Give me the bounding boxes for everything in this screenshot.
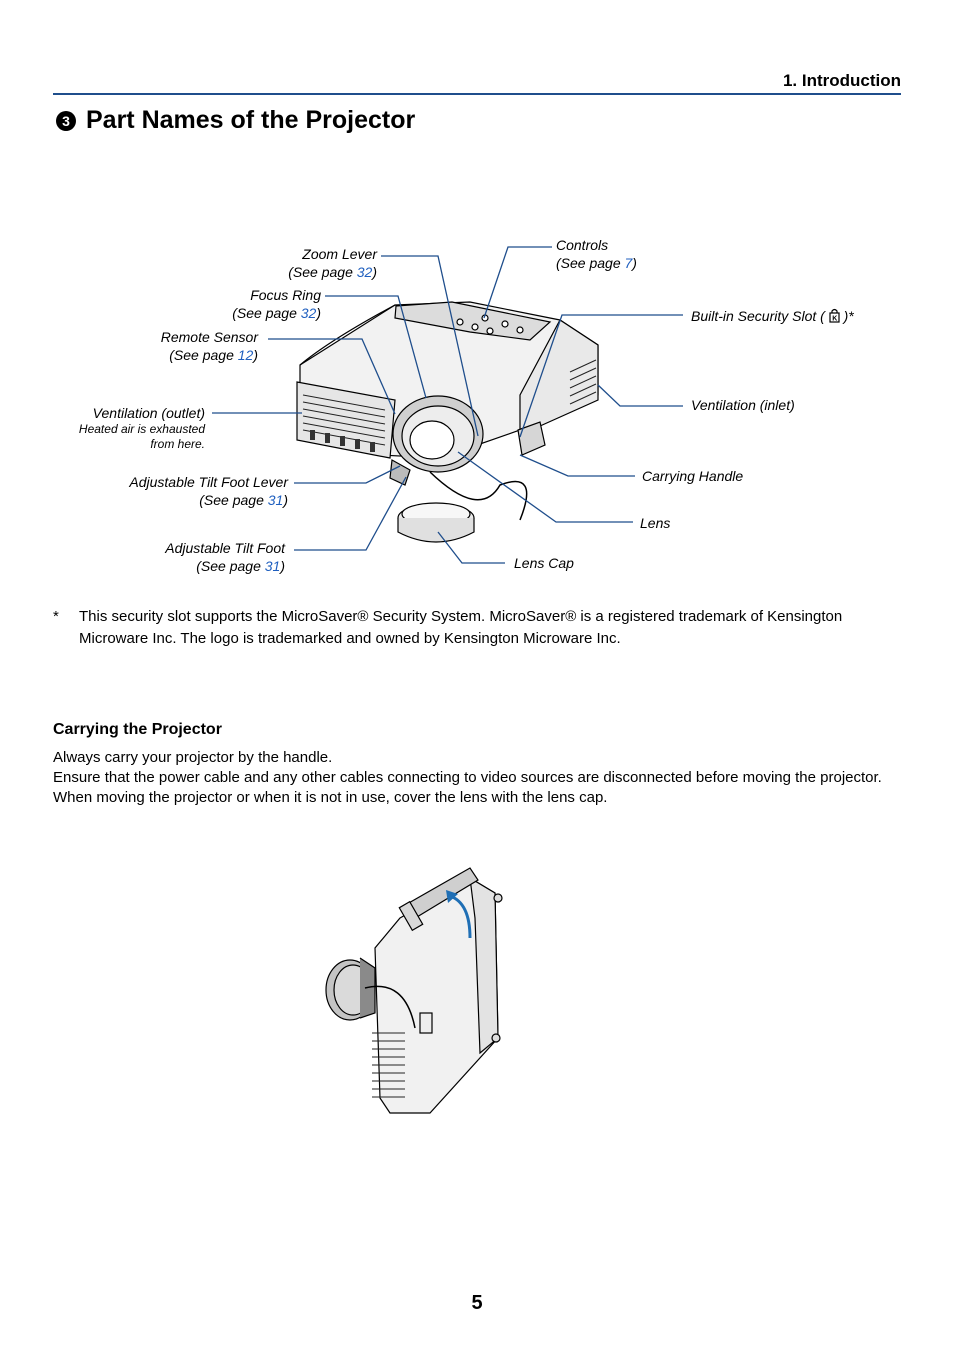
callout-remote-sensor-label: Remote Sensor xyxy=(160,329,258,345)
section-number-badge: 3 xyxy=(56,110,76,131)
lens-leader xyxy=(457,451,633,523)
callout-carrying-handle-label: Carrying Handle xyxy=(642,468,744,484)
callout-tilt-foot: Adjustable Tilt Foot (See page 31) xyxy=(100,539,285,575)
callout-controls-close: ) xyxy=(632,255,637,271)
controls-leader xyxy=(483,246,552,319)
callout-carrying-handle: Carrying Handle xyxy=(642,467,782,485)
callout-security-slot-suffix: )* xyxy=(839,308,854,324)
callout-lens: Lens xyxy=(640,514,700,532)
section-header: 1. Introduction xyxy=(782,71,901,90)
callout-ventilation-outlet-note2: from here. xyxy=(150,437,205,451)
callout-zoom-lever: Zoom Lever (See page 32) xyxy=(200,245,377,281)
callout-zoom-lever-page-link[interactable]: 32 xyxy=(356,264,373,280)
callout-focus-ring-page-link[interactable]: 32 xyxy=(300,305,317,321)
callout-lens-label: Lens xyxy=(640,515,671,531)
callout-ventilation-outlet-label: Ventilation (outlet) xyxy=(92,405,205,421)
callout-controls: Controls (See page 7) xyxy=(556,236,696,272)
callout-tilt-foot-see: (See page xyxy=(196,558,265,574)
callout-tilt-foot-page-link[interactable]: 31 xyxy=(264,558,281,574)
callout-focus-ring-close: ) xyxy=(316,305,321,321)
carrying-paragraph-1: Always carry your projector by the handl… xyxy=(53,749,333,766)
callout-controls-see: (See page xyxy=(556,255,625,271)
zoom-lever-leader xyxy=(381,255,479,437)
callout-ventilation-inlet: Ventilation (inlet) xyxy=(691,396,851,414)
callout-zoom-lever-close: ) xyxy=(372,264,377,280)
lens-cap-leader xyxy=(437,531,505,564)
page-title: 3 Part Names of the Projector xyxy=(56,106,415,135)
callout-tilt-foot-lever-page-link[interactable]: 31 xyxy=(267,492,284,508)
leader-lines xyxy=(212,246,683,564)
lift-arrowhead-icon xyxy=(446,890,458,903)
callout-tilt-foot-lever-close: ) xyxy=(283,492,288,508)
projector-illustration xyxy=(296,301,599,543)
callout-focus-ring-see: (See page xyxy=(232,305,301,321)
callout-focus-ring: Focus Ring (See page 32) xyxy=(150,286,321,322)
callout-lens-cap-label: Lens Cap xyxy=(514,555,574,571)
callout-zoom-lever-label: Zoom Lever xyxy=(302,246,377,262)
callout-tilt-foot-label: Adjustable Tilt Foot xyxy=(165,540,285,556)
callout-security-slot-label: Built-in Security Slot ( xyxy=(691,308,829,324)
tilt-foot-lever-leader xyxy=(294,465,401,484)
callout-zoom-lever-see: (See page xyxy=(288,264,357,280)
callout-ventilation-inlet-label: Ventilation (inlet) xyxy=(691,397,795,413)
svg-text:K: K xyxy=(832,316,837,323)
callout-focus-ring-label: Focus Ring xyxy=(250,287,321,303)
callout-security-slot: Built-in Security Slot ( K )* xyxy=(691,307,891,325)
carrying-illustration xyxy=(325,867,503,1114)
callout-remote-sensor-page-link[interactable]: 12 xyxy=(237,347,254,363)
kensington-lock-icon: K xyxy=(829,308,840,323)
callout-controls-label: Controls xyxy=(556,237,609,253)
callout-ventilation-outlet-note1: Heated air is exhausted xyxy=(78,422,205,436)
callout-tilt-foot-lever-see: (See page xyxy=(199,492,268,508)
security-slot-leader xyxy=(519,314,683,438)
callout-lens-cap: Lens Cap xyxy=(514,554,604,572)
carrying-heading: Carrying the Projector xyxy=(53,721,222,738)
carrying-handle-leader xyxy=(519,454,635,477)
carrying-paragraph-3: When moving the projector or when it is … xyxy=(53,789,608,806)
ventilation-inlet-leader xyxy=(597,384,683,407)
callout-ventilation-outlet: Ventilation (outlet) Heated air is exhau… xyxy=(40,404,205,452)
callout-tilt-foot-lever-label: Adjustable Tilt Foot Lever xyxy=(129,474,288,490)
callout-controls-page-link[interactable]: 7 xyxy=(624,255,633,271)
page-number: 5 xyxy=(471,1292,483,1314)
callout-tilt-foot-lever: Adjustable Tilt Foot Lever (See page 31) xyxy=(80,473,288,509)
footnote: * This security slot supports the MicroS… xyxy=(53,606,913,650)
header-rule xyxy=(53,93,901,95)
footnote-marker: * xyxy=(53,608,59,625)
callout-remote-sensor-see: (See page xyxy=(169,347,238,363)
callout-remote-sensor: Remote Sensor (See page 12) xyxy=(90,328,258,364)
carrying-paragraph-2: Ensure that the power cable and any othe… xyxy=(53,769,882,786)
remote-sensor-leader xyxy=(268,338,396,415)
focus-ring-leader xyxy=(325,295,427,399)
tilt-foot-leader xyxy=(294,476,407,551)
projector-diagram xyxy=(212,246,683,564)
callout-tilt-foot-close: ) xyxy=(280,558,285,574)
footnote-text: This security slot supports the MicroSav… xyxy=(79,608,843,647)
page-title-text: Part Names of the Projector xyxy=(86,106,416,134)
callout-remote-sensor-close: ) xyxy=(253,347,258,363)
carrying-body: Always carry your projector by the handl… xyxy=(53,748,905,808)
